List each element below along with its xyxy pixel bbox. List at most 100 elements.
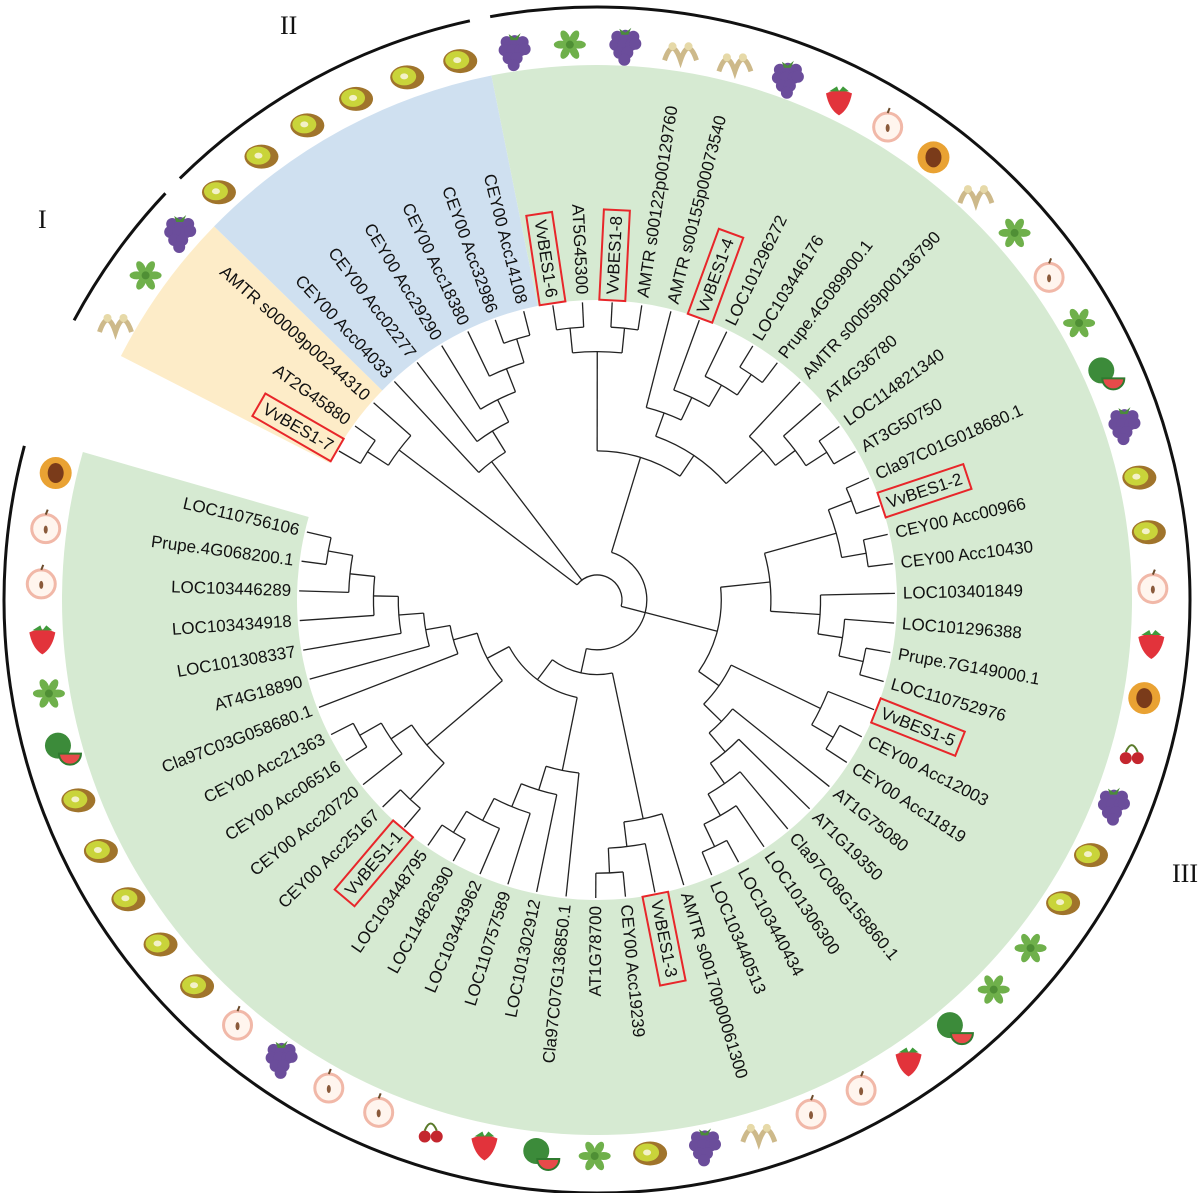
- highlight-box: [641, 890, 687, 987]
- branch: [818, 425, 840, 442]
- kiwi-icon: [1131, 520, 1166, 545]
- branch: [409, 762, 445, 800]
- strawberry-icon: [471, 1131, 498, 1161]
- branch-arc: [387, 435, 412, 466]
- branch: [739, 345, 754, 368]
- highlight-box: [869, 697, 967, 758]
- branch: [623, 821, 628, 847]
- kiwi-icon: [339, 86, 374, 111]
- leaf-gene: LOC103446289: [171, 577, 292, 600]
- highlight-box: [598, 208, 631, 303]
- branch: [655, 412, 665, 437]
- arabidopsis-icon: [1014, 933, 1047, 963]
- branch: [680, 397, 693, 421]
- branch: [855, 505, 880, 515]
- branch: [644, 843, 656, 893]
- branch: [418, 464, 439, 481]
- branch: [679, 455, 695, 477]
- branch: [398, 612, 424, 616]
- branch-arc: [476, 421, 509, 443]
- branch: [828, 500, 852, 511]
- branch: [328, 550, 353, 557]
- branch: [838, 655, 864, 663]
- amborella-icon: [957, 185, 995, 212]
- branch-arc: [556, 326, 584, 331]
- branch: [390, 724, 413, 740]
- branch: [703, 703, 722, 722]
- branch-arc: [572, 350, 623, 354]
- branch-arc: [608, 842, 646, 849]
- branch-arc: [701, 839, 728, 853]
- branch: [482, 798, 495, 821]
- branch: [610, 302, 613, 328]
- arabidopsis-icon: [998, 218, 1031, 248]
- branch: [416, 361, 478, 442]
- branch: [505, 368, 517, 393]
- clade-sector-III: [61, 65, 1133, 1136]
- peach-icon: [39, 457, 72, 490]
- branch: [494, 319, 505, 344]
- branch: [736, 374, 752, 396]
- clade-sector-I: [120, 226, 383, 464]
- branch: [863, 533, 888, 541]
- highlight-box: [525, 210, 567, 307]
- branch-arc: [703, 805, 737, 825]
- arabidopsis-icon: [553, 30, 586, 59]
- branch: [761, 362, 778, 383]
- branch: [441, 345, 482, 410]
- highlight-box: [333, 819, 415, 908]
- highlight-box: [876, 462, 973, 519]
- kiwi-icon: [83, 839, 118, 864]
- branch: [403, 807, 421, 828]
- leaf-label: LOC103446289: [171, 577, 292, 600]
- apple-icon: [872, 107, 904, 143]
- branch: [868, 563, 893, 568]
- branch: [770, 610, 796, 614]
- watermelon-icon: [936, 1012, 974, 1046]
- branch: [552, 305, 558, 330]
- grape-icon: [771, 60, 804, 99]
- branch: [817, 633, 843, 639]
- kiwi-icon: [390, 65, 425, 90]
- leaf-gene: AT1G78700: [586, 906, 605, 997]
- branch: [811, 724, 834, 738]
- branch: [453, 632, 478, 641]
- grape-icon: [1097, 787, 1130, 826]
- branch: [491, 430, 507, 453]
- branch: [580, 648, 587, 674]
- branch: [491, 461, 508, 482]
- apple-icon: [363, 1092, 395, 1128]
- branch: [497, 399, 510, 423]
- branch: [720, 581, 771, 588]
- branch: [701, 851, 713, 876]
- kiwi-icon: [180, 974, 215, 999]
- branch: [845, 477, 870, 489]
- branch: [338, 450, 361, 464]
- branch: [426, 680, 503, 746]
- kiwi-icon: [443, 49, 478, 74]
- group-label-III: III: [1172, 859, 1198, 888]
- grape-icon: [265, 1040, 298, 1079]
- apple-icon: [795, 1094, 827, 1130]
- cherry-icon: [1119, 744, 1144, 765]
- branch: [516, 338, 525, 363]
- kiwi-icon: [61, 788, 96, 813]
- branch: [645, 311, 672, 408]
- branch: [467, 331, 490, 377]
- branch: [359, 722, 382, 736]
- branch: [309, 645, 430, 680]
- arabidopsis-icon: [1063, 308, 1096, 338]
- branch: [795, 612, 821, 616]
- arabidopsis-icon: [578, 1141, 611, 1171]
- branch: [622, 871, 627, 897]
- leaf-label: VvBES1-8: [603, 216, 626, 295]
- arabidopsis-icon: [977, 975, 1010, 1004]
- branch: [373, 402, 412, 437]
- branch: [318, 653, 459, 708]
- branch: [349, 573, 375, 578]
- branch: [844, 618, 895, 624]
- branch: [645, 611, 718, 632]
- branch: [709, 762, 726, 784]
- branch: [538, 766, 547, 791]
- branch: [479, 828, 501, 875]
